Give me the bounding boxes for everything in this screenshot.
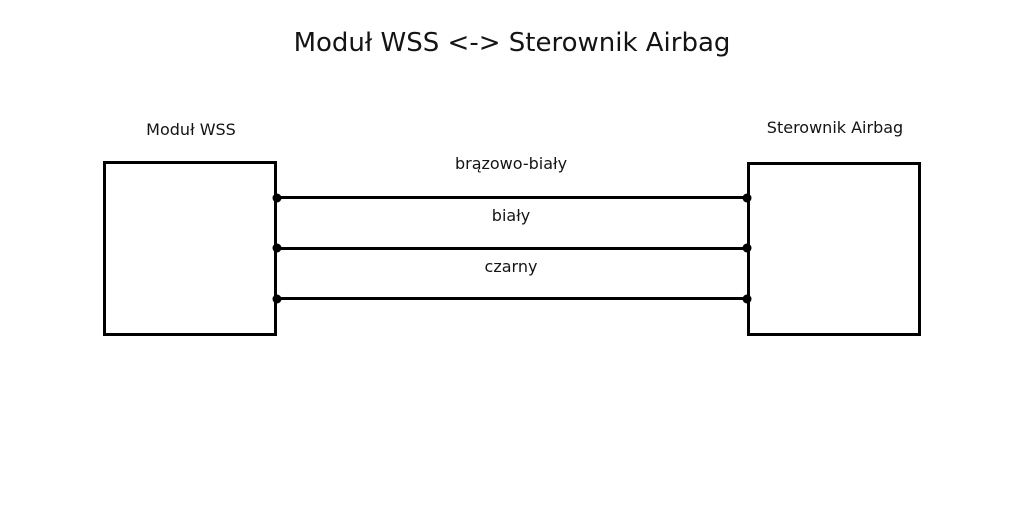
module-box-wss (103, 161, 277, 336)
connection-dot (742, 193, 752, 203)
wire-label-czarny: czarny (484, 257, 538, 276)
connection-dot (272, 243, 282, 253)
module-label-airbag: Sterownik Airbag (766, 118, 904, 137)
diagram-title: Moduł WSS <-> Sterownik Airbag (293, 28, 731, 58)
wire-label-brazowo-bialy: brązowo-biały (454, 154, 568, 173)
module-label-wss: Moduł WSS (146, 120, 236, 139)
connection-dot (742, 243, 752, 253)
connection-dot (272, 294, 282, 304)
wire-line-brazowo-bialy (277, 196, 747, 199)
connection-dot (272, 193, 282, 203)
wire-label-bialy: biały (491, 206, 531, 225)
wire-line-bialy (277, 247, 747, 250)
connection-dot (742, 294, 752, 304)
wire-line-czarny (277, 297, 747, 300)
module-box-airbag (747, 162, 921, 336)
